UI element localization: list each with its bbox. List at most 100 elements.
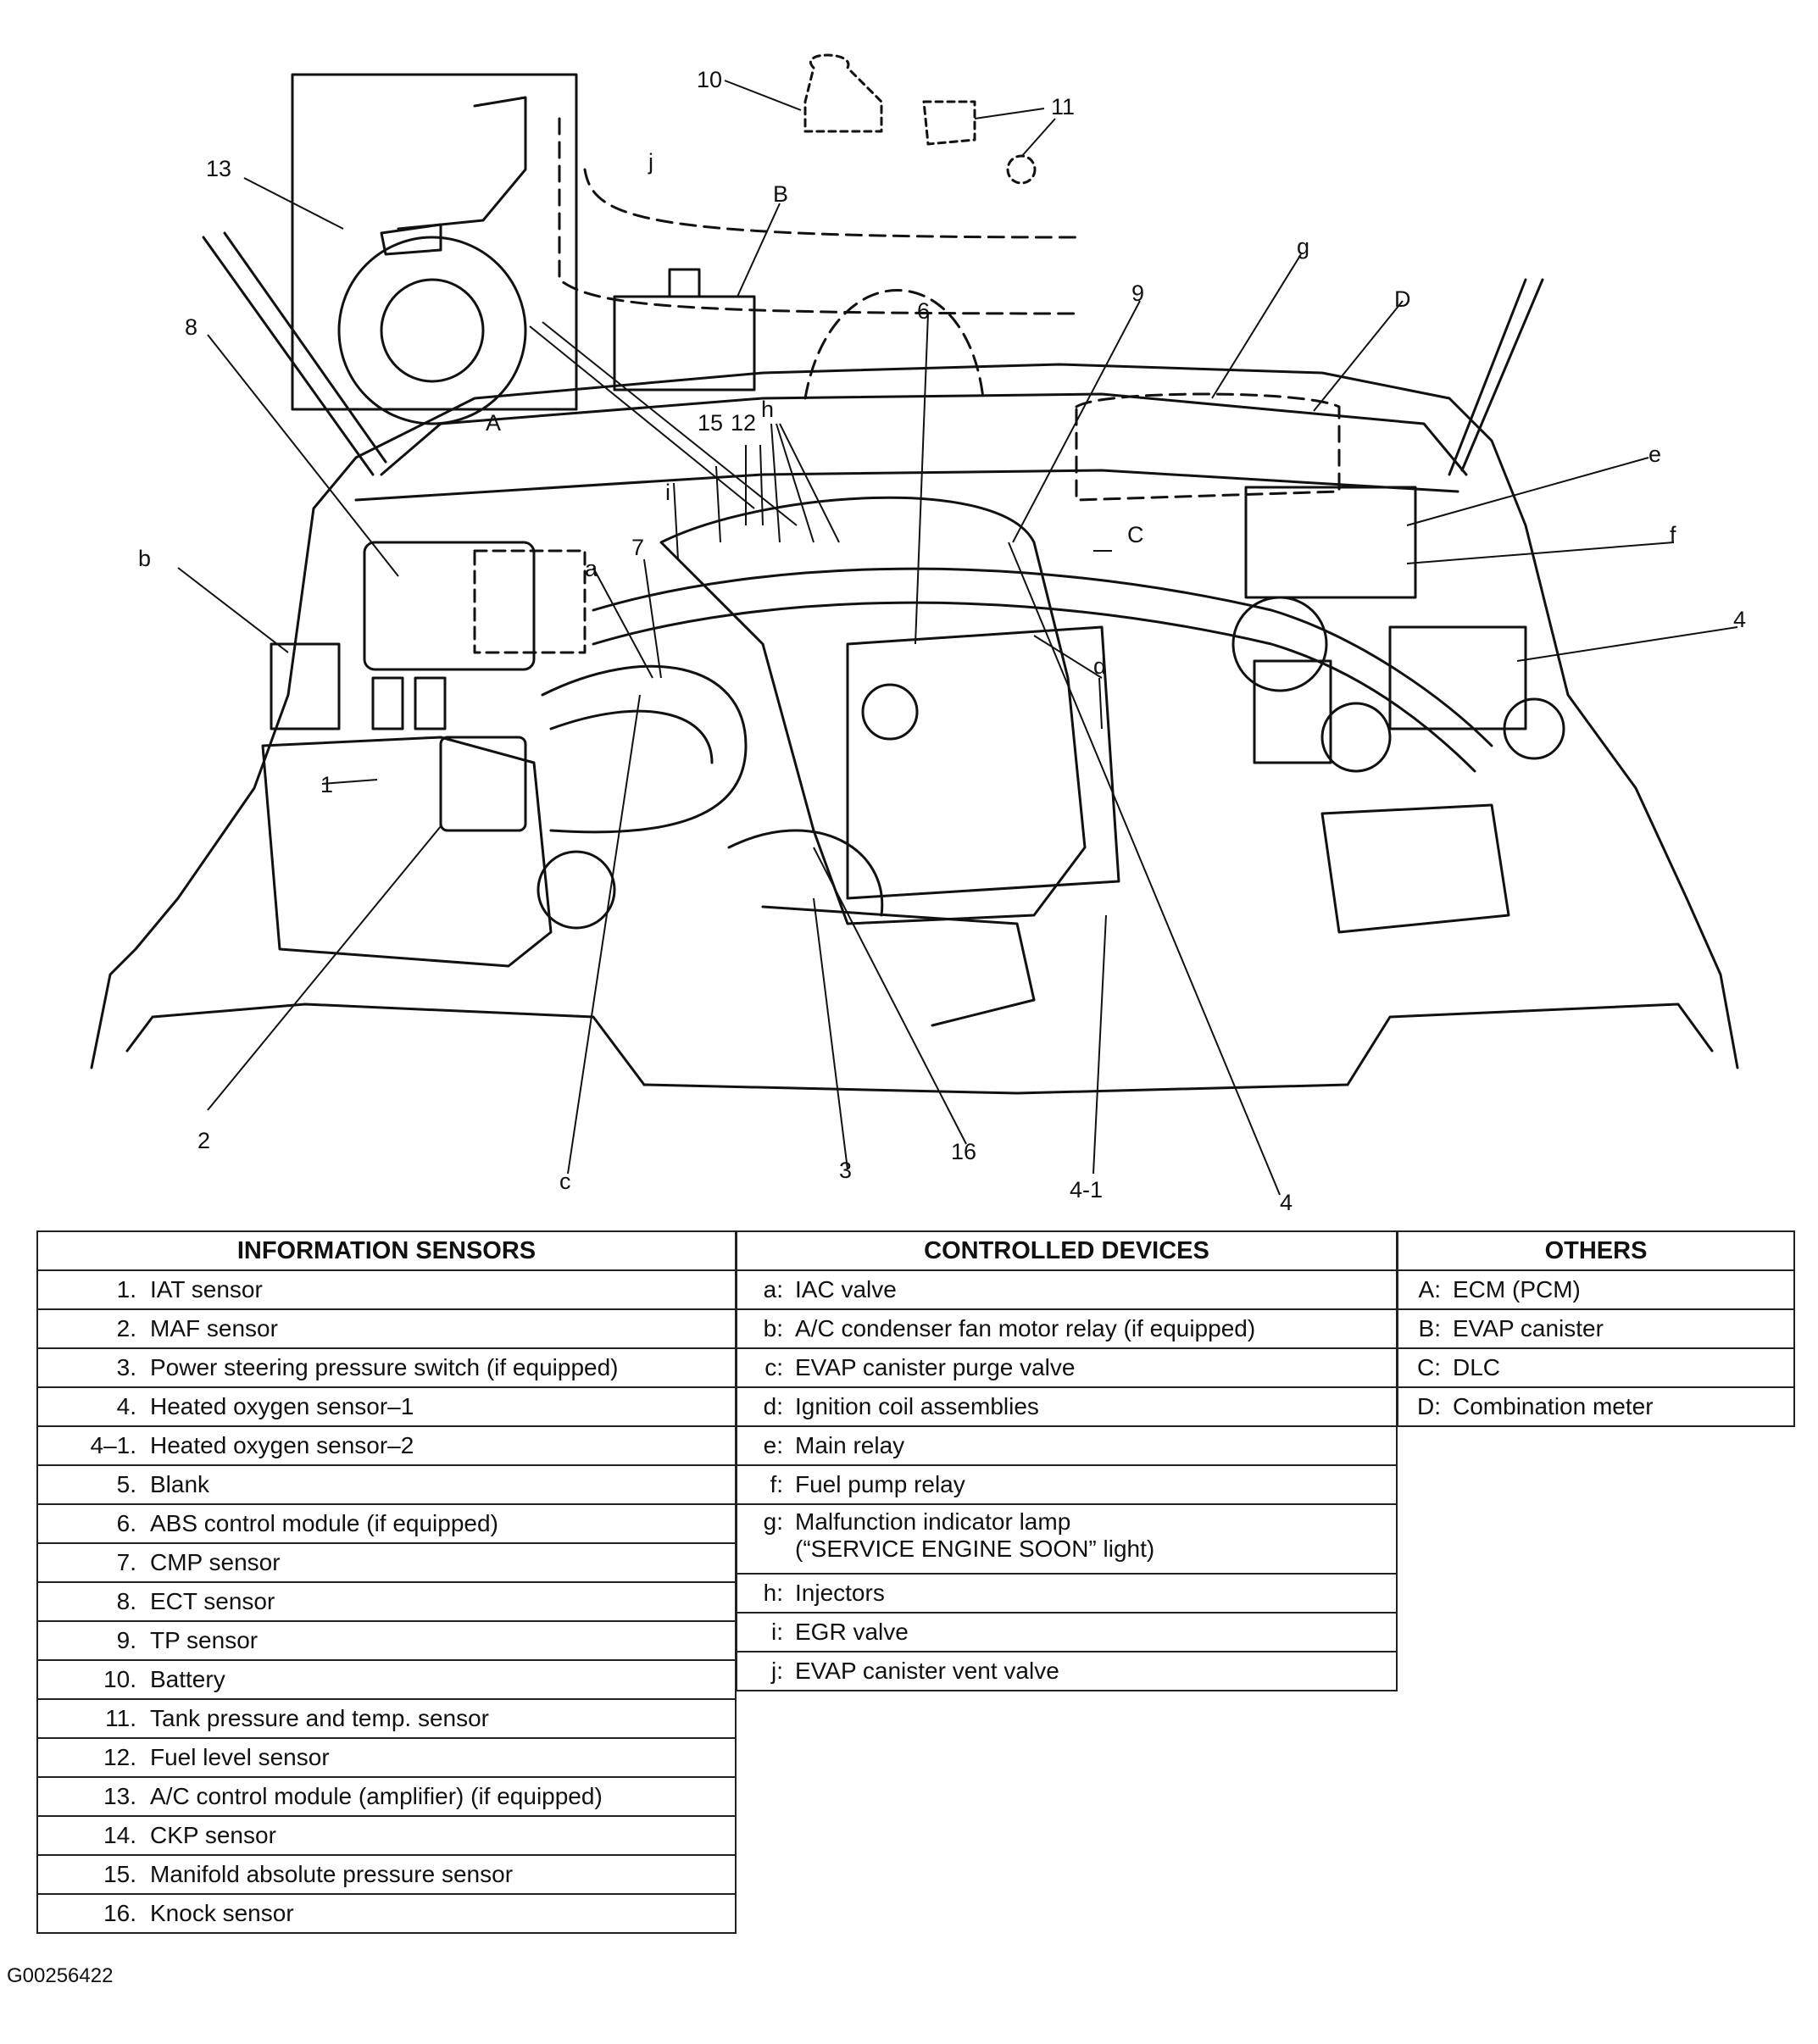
- row-text: Manifold absolute pressure sensor: [150, 1861, 514, 1887]
- table-cell: D: Combination meter: [1397, 1386, 1795, 1427]
- table-cell: A:ECM (PCM): [1397, 1269, 1795, 1310]
- row-code: D:: [1417, 1393, 1441, 1419]
- table-row: i:EGR valve: [736, 1612, 1398, 1652]
- row-code: d:: [763, 1393, 783, 1419]
- callout-9: 7: [631, 535, 644, 560]
- row-text: EVAP canister purge valve: [795, 1354, 1076, 1380]
- row-code: j:: [771, 1658, 783, 1684]
- row-code: 3.: [116, 1354, 136, 1380]
- figure-id: G00256422: [7, 1964, 114, 1987]
- table-row: f: Fuel pump relay: [736, 1464, 1398, 1505]
- row-code: g:: [763, 1508, 783, 1535]
- row-text: CKP sensor: [150, 1822, 276, 1848]
- table-row: 4.Heated oxygen sensor–1: [36, 1386, 737, 1427]
- row-code: 14.: [103, 1822, 136, 1848]
- table-row: 10.Battery: [36, 1659, 737, 1700]
- row-code: f:: [770, 1471, 783, 1497]
- information-sensors-table: INFORMATION SENSORS 1.IAT sensor 2. MAF se…: [36, 1230, 737, 1934]
- callout-D: D: [1394, 286, 1411, 312]
- callout-1: 1: [320, 772, 333, 797]
- table-cell: 9.TP sensor: [36, 1620, 737, 1661]
- callout-A: A: [486, 410, 501, 436]
- table-row: g: Malfunction indicator lamp (“SERVICE E…: [736, 1503, 1398, 1575]
- leader-lines: [177, 80, 1738, 1196]
- row-code: 2.: [116, 1315, 136, 1341]
- table-row: 2. MAF sensor: [36, 1308, 737, 1349]
- table-cell: d: Ignition coil assemblies: [736, 1386, 1398, 1427]
- row-code: 5.: [116, 1471, 136, 1497]
- table-row: 4–1. Heated oxygen sensor–2: [36, 1425, 737, 1466]
- row-text: Malfunction indicator lamp (“SERVICE ENG…: [795, 1508, 1155, 1562]
- row-text: Main relay: [795, 1432, 905, 1458]
- table-cell: g: Malfunction indicator lamp (“SERVICE E…: [736, 1503, 1398, 1575]
- table-row: 6. ABS control module (if equipped): [36, 1503, 737, 1544]
- row-text: ECM (PCM): [1453, 1276, 1581, 1302]
- row-text: Heated oxygen sensor–2: [150, 1432, 414, 1458]
- table-row: j: EVAP canister vent valve: [736, 1651, 1398, 1691]
- table-row: C: DLC: [1397, 1347, 1795, 1388]
- callout-f: f: [1670, 522, 1676, 547]
- callout-3: 3: [839, 1158, 852, 1183]
- row-text: Battery: [150, 1666, 225, 1692]
- table-cell: 16. Knock sensor: [36, 1893, 737, 1934]
- row-text: ECT sensor: [150, 1588, 275, 1614]
- callout-7: 9: [1131, 280, 1144, 306]
- row-code: 16.: [103, 1900, 136, 1926]
- table-row: 13. A/C control module (amplifier) (if eq…: [36, 1776, 737, 1817]
- information-sensors-header: INFORMATION SENSORS: [36, 1230, 737, 1271]
- callout-12: 11: [1051, 94, 1075, 119]
- table-cell: 11.Tank pressure and temp. sensor: [36, 1698, 737, 1739]
- table-cell: j: EVAP canister vent valve: [736, 1651, 1398, 1691]
- controlled-devices-header: CONTROLLED DEVICES: [736, 1230, 1398, 1271]
- row-text: DLC: [1453, 1354, 1501, 1380]
- row-code: 13.: [103, 1783, 136, 1809]
- callout-6: 4: [1733, 607, 1746, 632]
- row-code: h:: [763, 1580, 783, 1606]
- table-cell: 8. ECT sensor: [36, 1581, 737, 1622]
- row-text: Ignition coil assemblies: [795, 1393, 1039, 1419]
- callout-4: 4: [1280, 1190, 1293, 1215]
- row-code: B:: [1418, 1315, 1441, 1341]
- table-row: B:EVAP canister: [1397, 1308, 1795, 1349]
- table-cell: 1.IAT sensor: [36, 1269, 737, 1310]
- row-text: Fuel level sensor: [150, 1744, 330, 1770]
- table-cell: a:IAC valve: [736, 1269, 1398, 1310]
- row-code: C:: [1417, 1354, 1441, 1380]
- others-header: OTHERS: [1397, 1230, 1795, 1271]
- row-text: EVAP canister vent valve: [795, 1658, 1059, 1684]
- table-row: h: Injectors: [736, 1573, 1398, 1614]
- row-code: 6.: [116, 1510, 136, 1536]
- row-text: A/C control module (amplifier) (if equip…: [150, 1783, 603, 1809]
- diagram-callout-labels: 10 11 13 j B 6 9 g D 8 A 15 12 h e i C f…: [138, 67, 1746, 1215]
- row-text: Combination meter: [1453, 1393, 1654, 1419]
- table-row: b:A/C condenser fan motor relay (if equi…: [736, 1308, 1398, 1349]
- row-text: ABS control module (if equipped): [150, 1510, 498, 1536]
- callout-h: h: [761, 397, 774, 422]
- row-text: Power steering pressure switch (if equip…: [150, 1354, 619, 1380]
- table-cell: 14. CKP sensor: [36, 1815, 737, 1856]
- row-code: c:: [764, 1354, 783, 1380]
- row-code: 11.: [105, 1705, 136, 1731]
- row-code: 4–1.: [90, 1432, 137, 1458]
- callout-16: 16: [951, 1139, 976, 1164]
- table-cell: B:EVAP canister: [1397, 1308, 1795, 1349]
- information-sensors-rows: 1.IAT sensor 2. MAF sensor 3. Power steering…: [36, 1269, 737, 1934]
- callout-8: 6: [917, 298, 930, 324]
- row-code: 8.: [116, 1588, 136, 1614]
- row-text: Injectors: [795, 1580, 885, 1606]
- row-text: CMP sensor: [150, 1549, 281, 1575]
- table-row: D: Combination meter: [1397, 1386, 1795, 1427]
- row-text: MAF sensor: [150, 1315, 278, 1341]
- row-text: Knock sensor: [150, 1900, 294, 1926]
- table-row: 9.TP sensor: [36, 1620, 737, 1661]
- row-text: Fuel pump relay: [795, 1471, 965, 1497]
- table-row: 11.Tank pressure and temp. sensor: [36, 1698, 737, 1739]
- callout-b: b: [138, 546, 151, 571]
- table-cell: 5.Blank: [36, 1464, 737, 1505]
- table-row: 5.Blank: [36, 1464, 737, 1505]
- engine-line-art: [90, 53, 1739, 1095]
- table-cell: c: EVAP canister purge valve: [736, 1347, 1398, 1388]
- table-row: 3. Power steering pressure switch (if equ…: [36, 1347, 737, 1388]
- table-row: a:IAC valve: [736, 1269, 1398, 1310]
